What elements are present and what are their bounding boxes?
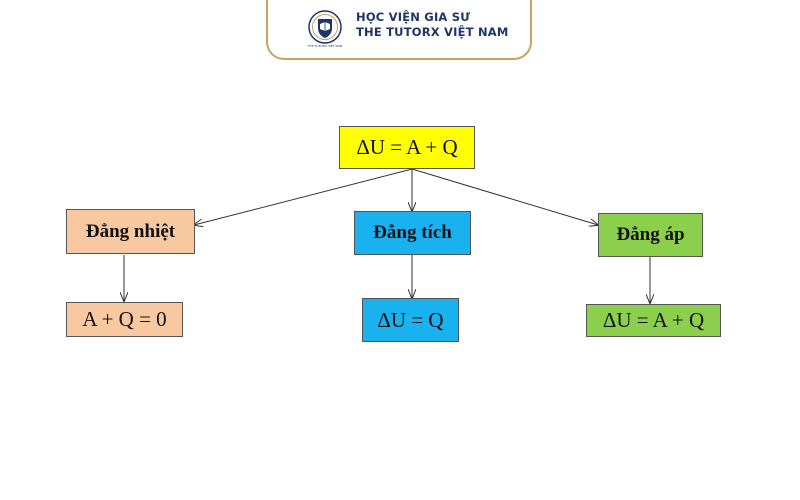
process-node-label: Đẳng tích bbox=[373, 222, 452, 243]
result-node-label: ΔU = A + Q bbox=[602, 308, 705, 332]
result-node-label: A + Q = 0 bbox=[82, 307, 167, 331]
arrow-root-to-isothermal bbox=[194, 168, 413, 225]
brand-title-line2: THE TUTORX VIỆT NAM bbox=[356, 25, 509, 39]
process-node-isothermal: Đẳng nhiệt bbox=[66, 209, 195, 254]
result-node-label: ΔU = Q bbox=[377, 307, 444, 332]
root-node: ΔU = A + Q bbox=[339, 126, 475, 169]
logo-shield-icon bbox=[308, 10, 342, 44]
brand-header: THE TUTORX VIET NAM HỌC VIỆN GIA SƯ THE … bbox=[266, 0, 532, 60]
arrow-root-to-isobaric bbox=[411, 168, 598, 225]
process-node-label: Đẳng áp bbox=[616, 224, 685, 245]
result-node-isochoric: ΔU = Q bbox=[362, 298, 459, 342]
result-node-isothermal: A + Q = 0 bbox=[66, 302, 183, 337]
result-node-isobaric: ΔU = A + Q bbox=[586, 304, 721, 337]
process-node-label: Đẳng nhiệt bbox=[85, 220, 176, 242]
logo-caption: THE TUTORX VIET NAM bbox=[307, 44, 343, 48]
brand-title-line1: HỌC VIỆN GIA SƯ bbox=[356, 10, 471, 24]
root-node-label: ΔU = A + Q bbox=[356, 135, 458, 159]
process-node-isobaric: Đẳng áp bbox=[598, 213, 703, 257]
process-node-isochoric: Đẳng tích bbox=[354, 211, 471, 255]
